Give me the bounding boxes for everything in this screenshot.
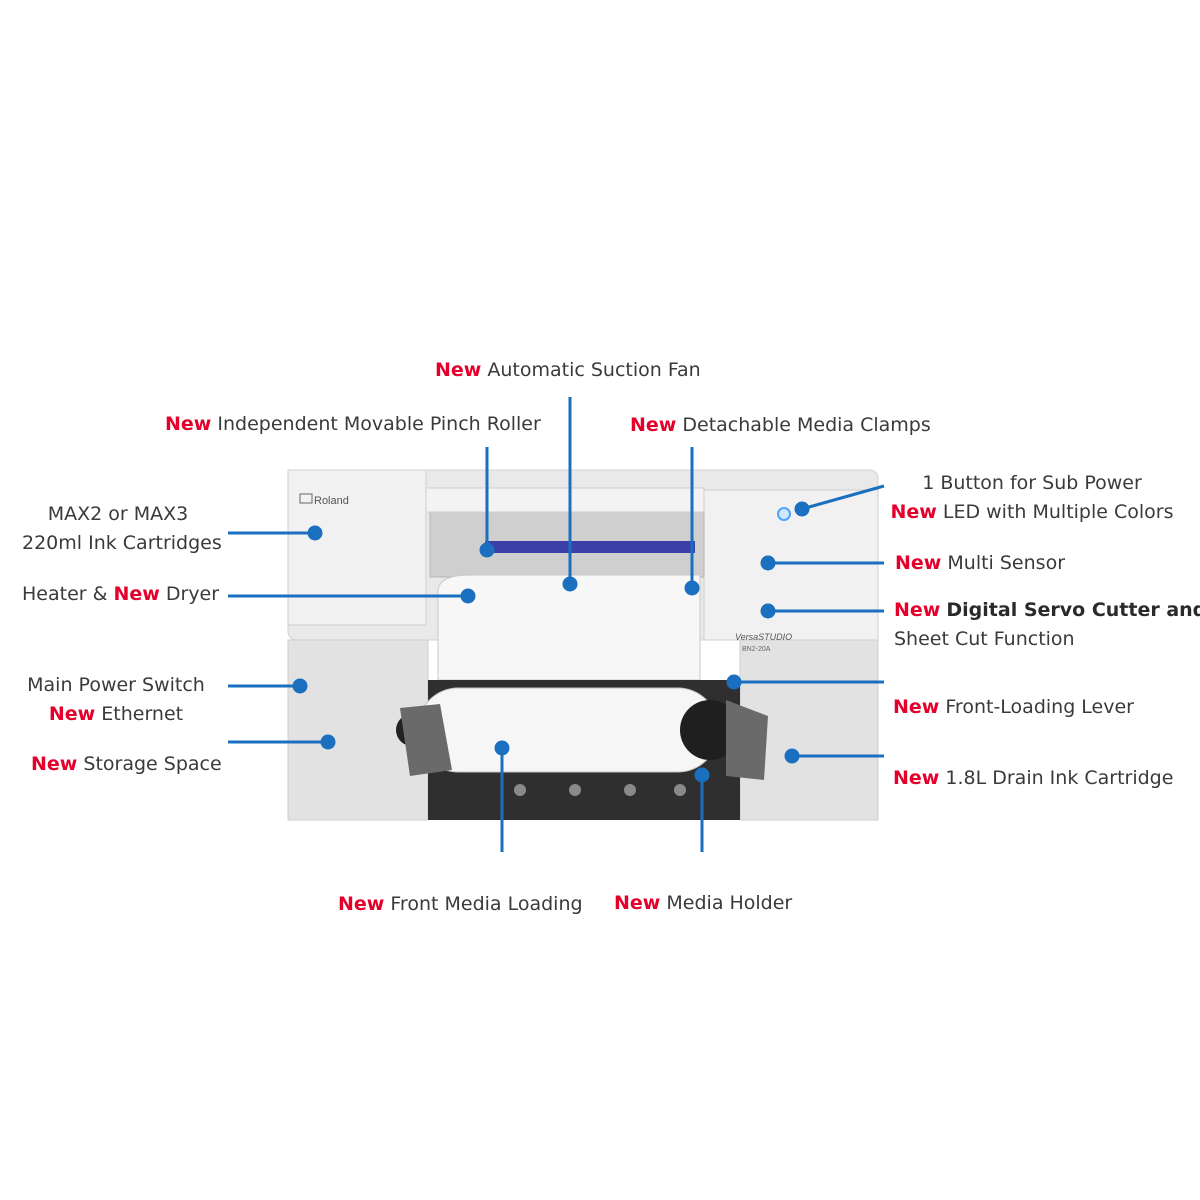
media-sheet xyxy=(437,574,701,681)
pointer-dot-heater xyxy=(460,588,476,604)
pointer-line-sub-power xyxy=(801,484,885,511)
front-media-roll xyxy=(417,687,719,773)
printer-illustration: VersaSTUDIO BN2-20A Roland xyxy=(287,469,879,821)
model-name: VersaSTUDIO xyxy=(735,632,792,642)
new-tag: New xyxy=(895,552,942,574)
callout-media-holder: New Media Holder xyxy=(614,889,792,918)
callout-pinch-roller: New Independent Movable Pinch Roller xyxy=(165,410,541,439)
callout-ink-cartridges: MAX2 or MAX3 220ml Ink Cartridges xyxy=(22,500,222,558)
callout-text: Front Media Loading xyxy=(390,893,583,915)
callout-text-line1: 1 Button for Sub Power xyxy=(922,472,1142,494)
new-tag: New xyxy=(165,413,212,435)
callout-text: Independent Movable Pinch Roller xyxy=(217,413,541,435)
callout-text: Media Holder xyxy=(666,892,793,914)
pointer-dot-front-loading xyxy=(494,740,510,756)
roland-logo-mark xyxy=(299,493,313,504)
new-tag: New xyxy=(48,703,96,725)
sub-power-led-button xyxy=(777,507,791,521)
printer-top-cover xyxy=(425,487,705,513)
roland-logo-text: Roland xyxy=(314,495,349,507)
right-roll-flange xyxy=(680,700,740,760)
new-tag: New xyxy=(338,893,385,915)
pointer-dot-media-clamps xyxy=(684,580,700,596)
new-tag: New xyxy=(31,753,78,775)
callout-media-clamps: New Detachable Media Clamps xyxy=(630,411,931,440)
callout-cutter: New Digital Servo Cutter and Sheet Cut F… xyxy=(894,596,1200,654)
callout-text: 1.8L Drain Ink Cartridge xyxy=(945,767,1174,789)
pointer-dot-storage xyxy=(320,734,336,750)
pointer-dot-pinch-roller xyxy=(479,542,495,558)
callout-text-line2: Sheet Cut Function xyxy=(894,628,1075,650)
model-number: BN2-20A xyxy=(742,646,771,653)
callout-text: Ethernet xyxy=(101,703,184,725)
callout-front-loading: New Front Media Loading xyxy=(338,890,583,919)
pointer-dot-ink-cartridges xyxy=(307,525,323,541)
callout-sub-power: 1 Button for Sub Power New LED with Mult… xyxy=(884,469,1180,527)
pointer-lines xyxy=(228,397,885,852)
callout-text: Detachable Media Clamps xyxy=(682,414,931,436)
callout-ethernet: New Ethernet xyxy=(20,700,212,729)
new-tag: New xyxy=(435,359,482,381)
pointer-dot-suction-fan xyxy=(562,576,578,592)
pointer-dot-media-holder xyxy=(694,767,710,783)
print-head-carriage xyxy=(485,541,695,553)
new-tag: New xyxy=(893,767,940,789)
holder-fixtures xyxy=(514,784,686,796)
callout-text-line1: Digital Servo Cutter and xyxy=(946,599,1200,621)
callout-text: Multi Sensor xyxy=(947,552,1065,574)
callout-cutter-line1: New Digital Servo Cutter and xyxy=(894,596,1200,625)
pointer-dot-front-lever xyxy=(726,674,742,690)
right-bracket xyxy=(726,700,768,780)
left-bracket xyxy=(400,704,452,776)
new-tag: New xyxy=(893,696,940,718)
new-tag: New xyxy=(614,892,661,914)
callout-storage: New Storage Space xyxy=(31,750,222,779)
pointer-dot-cutter xyxy=(760,603,776,619)
callout-text-line2: 220ml Ink Cartridges xyxy=(22,532,222,554)
callout-multi-sensor: New Multi Sensor xyxy=(895,549,1065,578)
callout-main-power: Main Power Switch New Ethernet xyxy=(20,671,212,729)
pointer-dot-drain xyxy=(784,748,800,764)
printer-left-panel xyxy=(287,469,427,626)
callout-text: Front-Loading Lever xyxy=(945,696,1134,718)
pointer-dot-sub-power xyxy=(794,501,810,517)
callout-text: LED with Multiple Colors xyxy=(942,501,1174,523)
callout-text-line1: MAX2 or MAX3 xyxy=(47,503,189,525)
pointer-dot-main-power xyxy=(292,678,308,694)
callout-text-suffix: Dryer xyxy=(165,583,220,605)
new-tag: New xyxy=(890,501,937,523)
callout-heater-dryer: Heater & New Dryer xyxy=(22,580,219,609)
callout-text-line1: Main Power Switch xyxy=(27,674,205,696)
callout-suction-fan: New Automatic Suction Fan xyxy=(435,356,701,385)
callout-text-prefix: Heater & xyxy=(22,583,108,605)
callout-front-lever: New Front-Loading Lever xyxy=(893,693,1134,722)
callout-drain: New 1.8L Drain Ink Cartridge xyxy=(893,764,1173,793)
callout-text: Storage Space xyxy=(83,753,222,775)
new-tag: New xyxy=(894,599,941,621)
new-tag: New xyxy=(630,414,677,436)
new-tag: New xyxy=(113,583,160,605)
callout-text: Automatic Suction Fan xyxy=(487,359,701,381)
pointer-dot-multi-sensor xyxy=(760,555,776,571)
callout-led: New LED with Multiple Colors xyxy=(884,498,1180,527)
printer-right-panel xyxy=(703,489,879,641)
